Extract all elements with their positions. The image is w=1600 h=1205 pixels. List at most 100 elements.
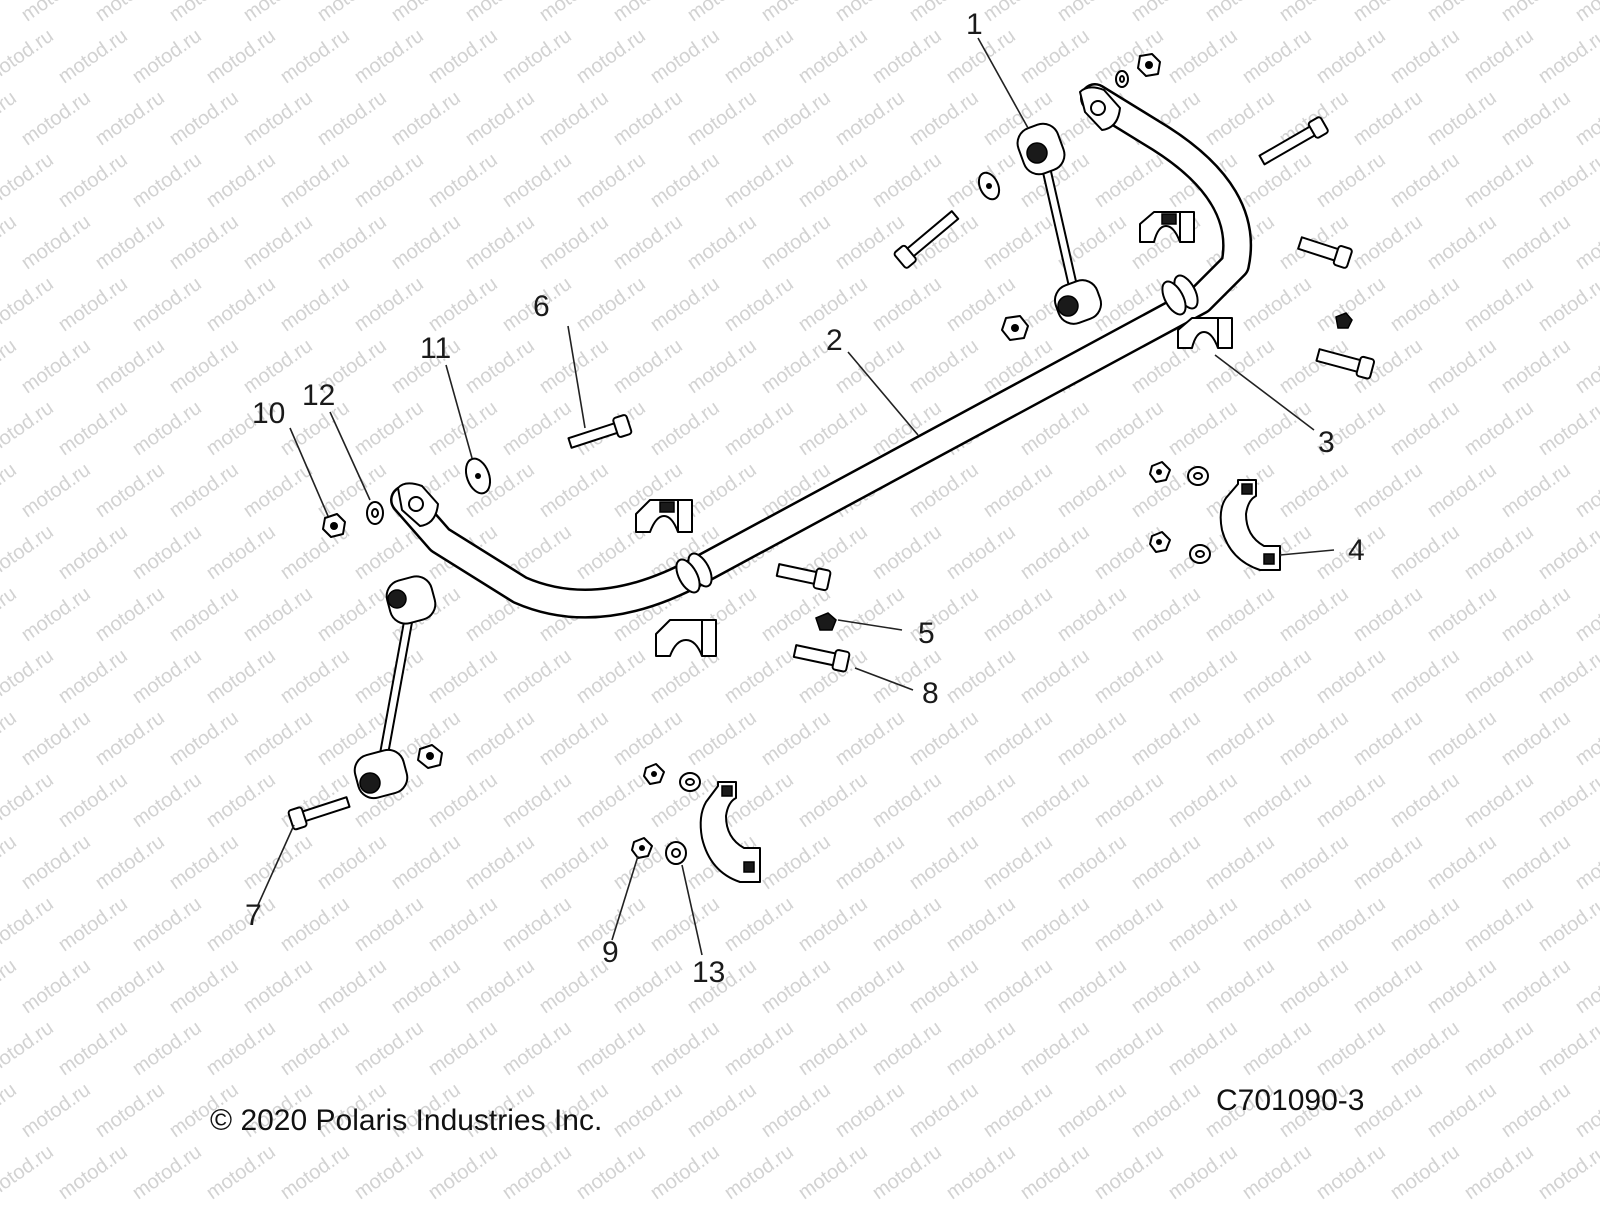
watermark-text: motod.ru bbox=[1275, 459, 1352, 522]
watermark-text: motod.ru bbox=[239, 211, 316, 274]
watermark-text: motod.ru bbox=[942, 893, 1019, 956]
watermark-text: motod.ru bbox=[313, 211, 390, 274]
watermark-text: motod.ru bbox=[165, 583, 242, 646]
watermark-text: motod.ru bbox=[1275, 0, 1352, 26]
watermark-text: motod.ru bbox=[498, 25, 575, 88]
watermark-text: motod.ru bbox=[794, 1017, 871, 1080]
watermark-text: motod.ru bbox=[1016, 25, 1093, 88]
watermark-text: motod.ru bbox=[387, 87, 464, 150]
watermark-text: motod.ru bbox=[1349, 87, 1426, 150]
watermark-text: motod.ru bbox=[535, 87, 612, 150]
watermark-text: motod.ru bbox=[1164, 769, 1241, 832]
watermark-text: motod.ru bbox=[609, 211, 686, 274]
watermark-text: motod.ru bbox=[498, 149, 575, 212]
watermark-text: motod.ru bbox=[1164, 645, 1241, 708]
watermark-text: motod.ru bbox=[202, 645, 279, 708]
watermark-text: motod.ru bbox=[868, 893, 945, 956]
watermark-text: motod.ru bbox=[239, 0, 316, 26]
watermark-text: motod.ru bbox=[757, 955, 834, 1018]
callout-2: 2 bbox=[826, 324, 843, 357]
watermark-text: motod.ru bbox=[1571, 87, 1600, 150]
watermark-text: motod.ru bbox=[276, 273, 353, 336]
watermark-text: motod.ru bbox=[91, 87, 168, 150]
watermark-text: motod.ru bbox=[1238, 273, 1315, 336]
watermark-text: motod.ru bbox=[683, 1079, 760, 1142]
watermark-text: motod.ru bbox=[1201, 0, 1278, 26]
watermark-text: motod.ru bbox=[646, 25, 723, 88]
watermark-text: motod.ru bbox=[1460, 769, 1537, 832]
watermark-text: motod.ru bbox=[1497, 459, 1574, 522]
watermark-text: motod.ru bbox=[646, 149, 723, 212]
watermark-text: motod.ru bbox=[424, 149, 501, 212]
watermark-text: motod.ru bbox=[868, 521, 945, 584]
watermark-text: motod.ru bbox=[1460, 645, 1537, 708]
watermark-text: motod.ru bbox=[609, 1079, 686, 1142]
watermark-text: motod.ru bbox=[91, 583, 168, 646]
watermark-text: motod.ru bbox=[1571, 335, 1600, 398]
watermark-text: motod.ru bbox=[1534, 1141, 1600, 1200]
watermark-text: motod.ru bbox=[1386, 273, 1463, 336]
watermark-text: motod.ru bbox=[54, 893, 131, 956]
watermark-text: motod.ru bbox=[905, 335, 982, 398]
watermark-text: motod.ru bbox=[276, 25, 353, 88]
watermark-text: motod.ru bbox=[128, 645, 205, 708]
watermark-text: motod.ru bbox=[387, 211, 464, 274]
watermark-text: motod.ru bbox=[350, 397, 427, 460]
watermark-text: motod.ru bbox=[1053, 831, 1130, 894]
watermark-text: motod.ru bbox=[1312, 645, 1389, 708]
watermark-text: motod.ru bbox=[757, 211, 834, 274]
watermark-text: motod.ru bbox=[0, 87, 21, 150]
watermark-text: motod.ru bbox=[757, 1079, 834, 1142]
watermark-text: motod.ru bbox=[128, 1141, 205, 1200]
watermark-text: motod.ru bbox=[905, 955, 982, 1018]
watermark-text: motod.ru bbox=[1534, 25, 1600, 88]
watermark-text: motod.ru bbox=[498, 1141, 575, 1200]
watermark-text: motod.ru bbox=[979, 0, 1056, 26]
watermark-text: motod.ru bbox=[424, 1141, 501, 1200]
watermark-text: motod.ru bbox=[1127, 583, 1204, 646]
watermark-text: motod.ru bbox=[1201, 707, 1278, 770]
watermark-text: motod.ru bbox=[1090, 397, 1167, 460]
watermark-text: motod.ru bbox=[498, 645, 575, 708]
watermark-text: motod.ru bbox=[1497, 583, 1574, 646]
watermark-text: motod.ru bbox=[239, 583, 316, 646]
watermark-text: motod.ru bbox=[1275, 955, 1352, 1018]
watermark-text: motod.ru bbox=[794, 769, 871, 832]
watermark-text: motod.ru bbox=[202, 1141, 279, 1200]
watermark-text: motod.ru bbox=[683, 707, 760, 770]
watermark-text: motod.ru bbox=[1460, 273, 1537, 336]
watermark-text: motod.ru bbox=[1423, 335, 1500, 398]
watermark-text: motod.ru bbox=[572, 1017, 649, 1080]
watermark-text: motod.ru bbox=[498, 893, 575, 956]
watermark-text: motod.ru bbox=[1312, 273, 1389, 336]
watermark-text: motod.ru bbox=[942, 1017, 1019, 1080]
watermark-text: motod.ru bbox=[54, 521, 131, 584]
watermark-text: motod.ru bbox=[1090, 25, 1167, 88]
watermark-text: motod.ru bbox=[831, 87, 908, 150]
watermark-text: motod.ru bbox=[683, 211, 760, 274]
watermark-text: motod.ru bbox=[313, 0, 390, 26]
watermark-text: motod.ru bbox=[313, 955, 390, 1018]
watermark-text: motod.ru bbox=[1534, 273, 1600, 336]
watermark-text: motod.ru bbox=[1386, 25, 1463, 88]
watermark-text: motod.ru bbox=[572, 645, 649, 708]
watermark-text: motod.ru bbox=[757, 831, 834, 894]
watermark-text: motod.ru bbox=[202, 273, 279, 336]
watermark-text: motod.ru bbox=[202, 25, 279, 88]
watermark-text: motod.ru bbox=[720, 25, 797, 88]
watermark-text: motod.ru bbox=[1460, 893, 1537, 956]
watermark-text: motod.ru bbox=[1016, 1017, 1093, 1080]
watermark-text: motod.ru bbox=[1201, 955, 1278, 1018]
watermark-text: motod.ru bbox=[17, 459, 94, 522]
watermark-text: motod.ru bbox=[1423, 87, 1500, 150]
watermark-text: motod.ru bbox=[276, 1017, 353, 1080]
watermark-text: motod.ru bbox=[1460, 1141, 1537, 1200]
watermark-text: motod.ru bbox=[1238, 893, 1315, 956]
watermark-text: motod.ru bbox=[979, 1079, 1056, 1142]
watermark-text: motod.ru bbox=[609, 955, 686, 1018]
watermark-text: motod.ru bbox=[646, 397, 723, 460]
watermark-text: motod.ru bbox=[535, 831, 612, 894]
watermark-text: motod.ru bbox=[1386, 1017, 1463, 1080]
watermark-text: motod.ru bbox=[1497, 707, 1574, 770]
